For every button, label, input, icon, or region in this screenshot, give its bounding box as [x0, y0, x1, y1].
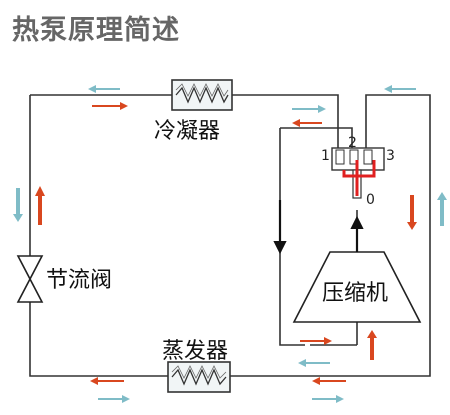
evaporator-label: 蒸发器	[162, 339, 228, 364]
condenser-label: 冷凝器	[154, 119, 220, 144]
port-label-2: 2	[348, 135, 357, 151]
evaporator-coil	[167, 361, 231, 393]
compressor-label: 压缩机	[322, 281, 388, 306]
port-label-0: 0	[366, 192, 375, 208]
port-label-3: 3	[386, 148, 395, 164]
port-label-1: 1	[321, 148, 330, 164]
compressor-body	[292, 251, 422, 323]
throttle-valve-symbol	[16, 255, 44, 303]
cold-flow-arrows	[13, 85, 447, 403]
flow-arrows-black	[273, 200, 364, 255]
page-title: 热泵原理简述	[12, 15, 180, 46]
reversing-valve	[331, 147, 385, 199]
throttle-valve-label: 节流阀	[46, 268, 112, 293]
heat-pump-diagram: 1 2 3 0 冷凝器 节流阀 压缩机 蒸发器	[13, 79, 447, 403]
condenser-coil	[171, 79, 233, 111]
hot-flow-arrows	[35, 102, 417, 385]
